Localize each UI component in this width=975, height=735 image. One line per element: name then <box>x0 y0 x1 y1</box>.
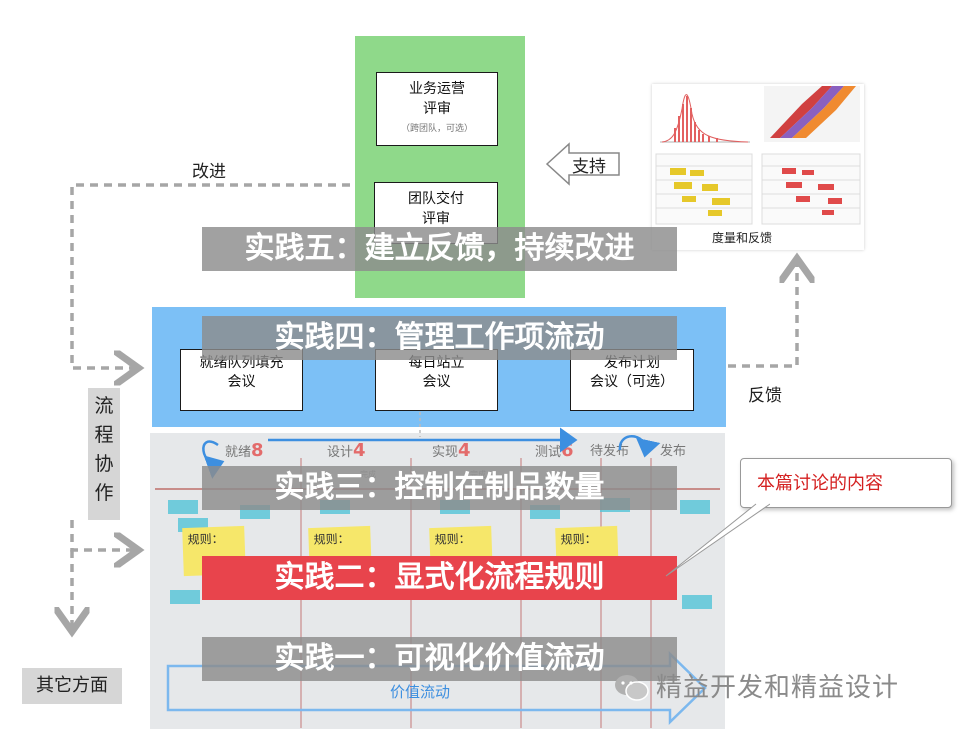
team-delivery-subtitle: 评审 <box>422 211 450 227</box>
flow-char: 流 <box>94 395 114 417</box>
task-card <box>170 590 200 604</box>
task-card <box>168 500 198 514</box>
support-arrow <box>545 142 620 186</box>
practice-one-banner: 实践一：可视化价值流动 <box>202 637 677 681</box>
feedback-label: 反馈 <box>748 386 782 406</box>
task-card <box>682 595 712 609</box>
column-name: 测试 <box>535 445 562 460</box>
practice-four-banner: 实践四：管理工作项流动 <box>202 316 677 360</box>
flow-char: 程 <box>94 424 114 446</box>
flow-char: 作 <box>94 482 114 504</box>
team-delivery-title: 团队交付 <box>408 191 464 207</box>
red-task-table <box>761 153 861 225</box>
flow-collaboration-label: 流 程 协 作 <box>88 388 120 520</box>
column-name: 设计 <box>327 445 354 460</box>
callout-pointer <box>665 503 770 577</box>
column-header-ready: 就绪8 <box>225 440 264 461</box>
business-ops-note: （跨团队，可选） <box>400 124 473 134</box>
practice-two-banner: 实践二：显式化流程规则 <box>202 556 677 600</box>
column-name: 发布 <box>660 444 687 459</box>
column-header-release: 发布 <box>660 440 686 459</box>
column-header-design: 设计4 <box>327 440 366 461</box>
histogram-chart <box>660 94 750 143</box>
task-card <box>680 500 710 514</box>
support-label: 支持 <box>572 157 606 177</box>
meeting-line: 会议（可选） <box>590 374 674 390</box>
wip-limit: 4 <box>458 440 471 461</box>
yellow-task-table <box>655 153 753 225</box>
practice-five-banner: 实践五：建立反馈，持续改进 <box>202 227 677 271</box>
callout-text: 本篇讨论的内容 <box>757 473 883 494</box>
improve-label: 改进 <box>192 162 226 182</box>
business-ops-review-box: 业务运营 评审 （跨团队，可选） <box>376 72 498 146</box>
wip-limit: 8 <box>251 440 264 461</box>
watermark-text: 精益开发和精益设计 <box>656 673 900 703</box>
flow-char: 协 <box>94 453 114 475</box>
meeting-line: 会议 <box>227 374 256 390</box>
metrics-charts <box>652 84 864 250</box>
meeting-line: 会议 <box>422 374 451 390</box>
practice-three-banner: 实践三：控制在制品数量 <box>202 466 677 510</box>
column-name: 实现 <box>432 445 459 460</box>
value-stream-label: 价值流动 <box>390 683 451 701</box>
column-header-implement: 实现4 <box>432 440 471 461</box>
cumulative-flow-chart <box>764 86 860 142</box>
wechat-icon <box>615 675 649 701</box>
metrics-label: 度量和反馈 <box>712 231 773 245</box>
callout-bubble <box>740 458 952 508</box>
wip-limit: 4 <box>353 440 366 461</box>
business-ops-subtitle: 评审 <box>423 101 451 117</box>
column-name: 就绪 <box>225 445 252 460</box>
other-aspects-label: 其它方面 <box>22 668 122 704</box>
business-ops-title: 业务运营 <box>409 81 465 97</box>
